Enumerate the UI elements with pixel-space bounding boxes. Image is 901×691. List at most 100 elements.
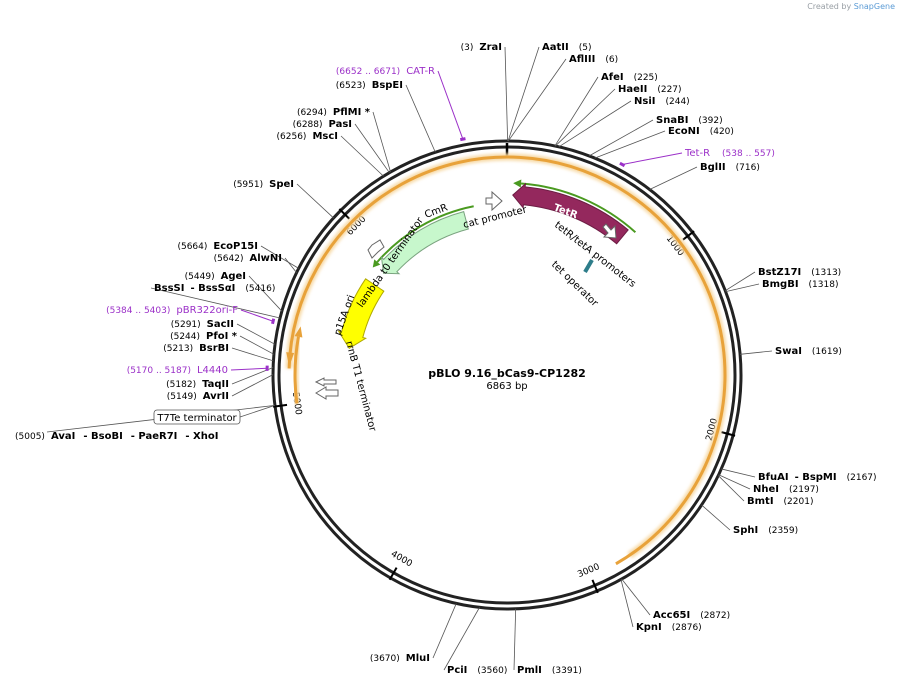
site-position: (5244) [170,332,200,342]
site-position: (5149) [167,392,197,402]
cm-region-line [376,205,474,263]
site-leader [340,135,384,177]
primer-name: pBR322ori-F [176,305,238,316]
site-position: (5005) [15,432,45,442]
site-position: (6) [605,55,618,65]
site-name: NsiI [634,96,655,107]
site-leader [507,58,567,142]
site-position: (5) [579,43,592,53]
site-name: SwaI [775,346,802,357]
site-name: HaeII [618,84,647,95]
site-position: (392) [698,116,722,126]
site-name: MluI [406,653,430,664]
site-name: SacII [207,319,234,330]
site-leader [701,504,731,531]
site-leader [588,119,654,157]
site-position: (716) [736,163,760,173]
site-leader [296,183,334,219]
site-leader [405,84,436,153]
site-leader [649,166,698,190]
site-leader [231,374,274,397]
site-name: AflIII [569,54,595,65]
plasmid-length: 6863 bp [486,381,527,392]
site-leader [594,130,666,159]
primer-name: Tet-R [684,148,710,159]
site-leader [354,123,390,173]
site-leader [372,111,391,173]
restriction-site: HaeII(227) [618,84,682,95]
site-name: BglII [700,162,726,173]
p15a-ori-arrow [337,278,385,350]
restriction-site: AfeI(225) [601,72,658,83]
site-name: PasI [329,119,352,130]
restriction-site: TaqII(5182) [166,379,229,390]
restriction-site: MluI (3670) [370,653,430,664]
site-position: (3560) [477,666,507,676]
site-position: (3670) [370,654,400,664]
restriction-site: BmgBI(1318) [762,279,838,290]
site-name: AvrII [203,391,229,402]
primer-bind-mark [271,318,276,325]
site-name: PmlI [517,665,542,676]
site-leader [718,475,745,502]
restriction-site: SphI(2359) [733,525,798,536]
rrnb-terminator-symbol-2 [315,386,339,400]
site-leader [740,350,773,355]
primer-name: CAT-R [406,66,435,77]
site-position: (5449) [185,272,215,282]
restriction-site: BssSI- BssSαI(5416) [154,283,275,294]
primer: pBR322ori-F(5384 .. 5403) [106,305,276,325]
site-leader [231,347,274,362]
restriction-site: PasI (6288) [293,119,352,130]
site-name: EcoP15I [213,241,258,252]
site-name: Acc65I [653,610,690,621]
restriction-site: AlwNI(5642) [214,253,282,264]
site-position: (5291) [171,320,201,330]
primer-position: (538 .. 557) [722,149,775,159]
site-leader [239,335,275,355]
primer-leader [230,367,268,371]
site-name: MscI [312,131,338,142]
scale-tick-label: 4000 [389,549,414,569]
site-position: (2876) [672,623,702,633]
credit-prefix: Created by [807,2,852,11]
site-name: AvaI [51,431,75,442]
restriction-site: PflMI *(6294) [297,107,371,118]
site-leader [443,607,480,671]
site-position: (225) [634,73,658,83]
site-leader [260,245,299,269]
site-name: PfoI * [206,331,238,342]
lambda-terminator-label: lambda t0 terminator [355,215,426,310]
site-leader [507,46,540,142]
site-name: BmgBI [762,279,799,290]
restriction-site: NheI (2197) [753,484,819,495]
restriction-site: PmlI(3391) [517,665,582,676]
cat-promoter-label: cat promoter [462,204,529,231]
tet-operator-bar [583,258,594,274]
site-leader [513,608,517,671]
restriction-site: SwaI(1619) [775,346,842,357]
site-name: NheI [753,484,779,495]
site-name: BfuAI [758,472,789,483]
primer-position: (5170 .. 5187) [127,366,191,376]
site-position: (2197) [789,485,819,495]
site-position: (6288) [293,120,323,130]
restriction-site: PciI(3560) [447,665,507,676]
large-feature-arc [287,155,727,566]
site-leader [721,468,756,478]
tet-region-line [520,182,637,233]
restriction-site: AgeI(5449) [185,271,246,282]
cmR-gene-arrow [380,211,469,275]
lambda-terminator-symbol [367,239,385,259]
t7te-terminator-label: T7Te terminator [156,413,237,424]
site-position: (244) [665,97,689,107]
site-name: SnaBI [656,115,688,126]
small-feature-arc [293,336,300,404]
site-leader [725,271,756,291]
site-name: BstZ17I [758,267,801,278]
site-name: SpeI [269,179,294,190]
site-name: ZraI [479,42,502,53]
primer-leader [437,70,464,140]
site-leader [555,88,616,147]
